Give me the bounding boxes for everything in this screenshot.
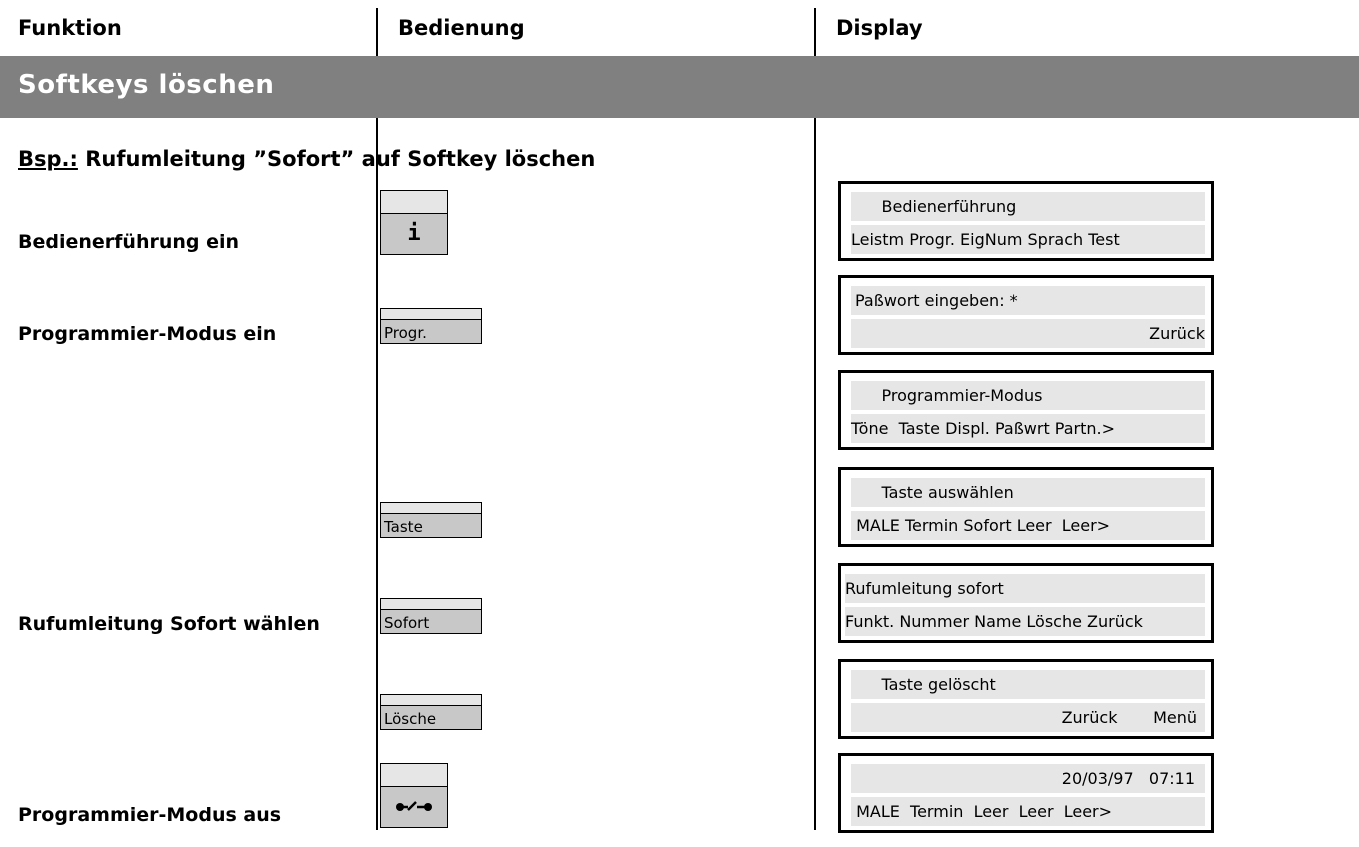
column-divider bbox=[376, 8, 378, 58]
section-banner: Softkeys löschen bbox=[0, 56, 1359, 118]
display-screen: 20/03/97 07:11 MALE Termin Leer Leer Lee… bbox=[838, 753, 1214, 833]
info-key-label: i bbox=[381, 214, 447, 254]
display-line: Programmier-Modus bbox=[851, 381, 1205, 410]
key-cap bbox=[380, 502, 482, 513]
function-label: Programmier-Modus aus bbox=[18, 804, 282, 826]
softkey-label: Taste bbox=[380, 513, 482, 538]
softkey-label: Lösche bbox=[380, 705, 482, 730]
softkey-label: Sofort bbox=[380, 609, 482, 634]
display-line: Taste gelöscht bbox=[851, 670, 1205, 699]
display-line: Bedienerführung bbox=[851, 192, 1205, 221]
hook-icon bbox=[381, 787, 447, 827]
section-title: Softkeys löschen bbox=[18, 70, 275, 100]
function-label: Programmier-Modus ein bbox=[18, 323, 277, 345]
display-line: MALE Termin Leer Leer Leer> bbox=[851, 797, 1205, 826]
column-divider bbox=[376, 118, 378, 830]
key-cap bbox=[380, 308, 482, 319]
column-divider bbox=[814, 8, 816, 58]
softkey-label: Progr. bbox=[380, 319, 482, 344]
softkey-loesche[interactable]: Lösche bbox=[380, 694, 482, 730]
display-screen: Programmier-Modus Töne Taste Displ. Paßw… bbox=[838, 370, 1214, 450]
display-line: Leistm Progr. EigNum Sprach Test bbox=[851, 225, 1205, 254]
display-screen: Taste gelöscht Zurück Menü bbox=[838, 659, 1214, 739]
example-prefix: Bsp.: bbox=[18, 147, 78, 171]
display-line: Funkt. Nummer Name Lösche Zurück bbox=[845, 607, 1205, 636]
key-cap bbox=[381, 191, 447, 214]
display-screen: Rufumleitung sofort Funkt. Nummer Name L… bbox=[838, 563, 1214, 643]
column-header-display: Display bbox=[836, 16, 923, 40]
key-cap bbox=[381, 764, 447, 787]
display-line: Rufumleitung sofort bbox=[845, 574, 1205, 603]
display-screen: Paßwort eingeben: * Zurück bbox=[838, 275, 1214, 355]
example-heading: Bsp.: Rufumleitung ”Sofort” auf Softkey … bbox=[18, 147, 595, 171]
key-cap bbox=[380, 598, 482, 609]
hook-icon-svg bbox=[396, 801, 432, 811]
softkey-taste[interactable]: Taste bbox=[380, 502, 482, 538]
display-screen: Bedienerführung Leistm Progr. EigNum Spr… bbox=[838, 181, 1214, 261]
softkey-sofort[interactable]: Sofort bbox=[380, 598, 482, 634]
function-label: Bedienerführung ein bbox=[18, 231, 240, 253]
function-label: Rufumleitung Sofort wählen bbox=[18, 613, 320, 635]
display-line: Zurück Menü bbox=[851, 703, 1205, 732]
display-screen: Taste auswählen MALE Termin Sofort Leer … bbox=[838, 467, 1214, 547]
softkey-progr[interactable]: Progr. bbox=[380, 308, 482, 344]
display-line: Taste auswählen bbox=[851, 478, 1205, 507]
display-line: Zurück bbox=[851, 319, 1205, 348]
info-key[interactable]: i bbox=[380, 190, 448, 255]
column-divider bbox=[814, 118, 816, 830]
display-line: 20/03/97 07:11 bbox=[851, 764, 1205, 793]
display-line: MALE Termin Sofort Leer Leer> bbox=[851, 511, 1205, 540]
example-text: Rufumleitung ”Sofort” auf Softkey lösche… bbox=[77, 147, 596, 171]
key-cap bbox=[380, 694, 482, 705]
column-header-funktion: Funktion bbox=[18, 16, 122, 40]
column-header-bedienung: Bedienung bbox=[398, 16, 525, 40]
display-line: Paßwort eingeben: * bbox=[851, 286, 1205, 315]
hook-key[interactable] bbox=[380, 763, 448, 828]
display-line: Töne Taste Displ. Paßwrt Partn.> bbox=[851, 414, 1205, 443]
